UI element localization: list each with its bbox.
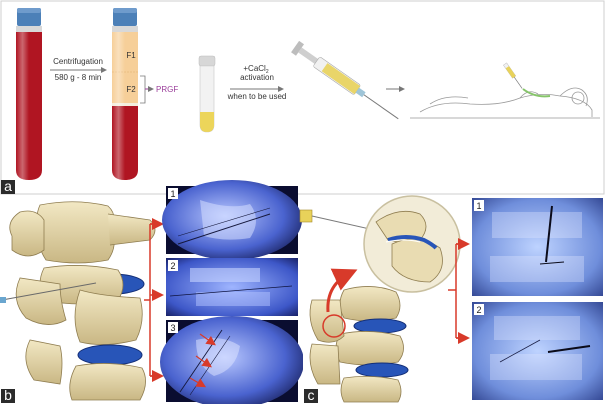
centrifugation-params: 580 g - 8 min (55, 73, 102, 82)
lumbar-spine-illustration (0, 201, 156, 401)
panel-a-label-box (1, 180, 15, 194)
spinal-needle (1, 282, 97, 301)
contrast-arrow-2 (195, 355, 212, 368)
needle-hub-icon (0, 297, 6, 303)
panel-b-label-box (1, 389, 15, 403)
image-b2-number: 2 (170, 261, 175, 271)
needle-target-highlight (522, 88, 551, 98)
panel-c-letter: c (308, 387, 315, 403)
fluoroscopy-image-c2: 2 (472, 302, 603, 400)
fraction-f2-label: F2 (126, 85, 136, 94)
fluoroscopy-image-b1: 1 (162, 180, 302, 260)
facet-joint-magnified (363, 195, 461, 293)
panel-a-letter: a (4, 178, 12, 194)
panel-b: 1 2 3 b (0, 180, 304, 404)
facet-spine-illustration (309, 268, 409, 403)
fluoroscopy-image-c1: 1 (472, 198, 603, 296)
centrifuged-tube-icon (112, 8, 138, 180)
image-c1-number: 1 (476, 201, 481, 211)
when-used-label: when to be used (227, 92, 287, 101)
contrast-arrow-3 (189, 377, 207, 388)
contrast-arrow-1 (199, 333, 216, 346)
panel-a: Centrifugation 580 g - 8 min F1 F2 PRGF … (0, 0, 605, 195)
patient-prone-icon (410, 87, 600, 119)
prgf-tube-icon (198, 55, 216, 133)
panel-b-letter: b (4, 387, 12, 403)
panel-c-label-box (304, 389, 318, 403)
needle-hub-c-icon (299, 209, 313, 223)
fluoroscopy-image-b2: 2 (166, 258, 298, 316)
cacl2-label: +CaCl2 (243, 64, 268, 75)
image-b1-number: 1 (170, 189, 175, 199)
image-c2-number: 2 (476, 305, 481, 315)
panel-c: 1 2 c (299, 195, 604, 403)
patient-syringe-icon (503, 62, 523, 89)
image-b3-number: 3 (170, 323, 175, 333)
syringe-icon (291, 40, 399, 120)
magnify-arrow (326, 268, 358, 313)
centrifugation-label: Centrifugation (53, 57, 103, 66)
fluoroscopy-image-b3: 3 (160, 316, 304, 404)
fraction-f1-label: F1 (126, 51, 136, 60)
prgf-label: PRGF (156, 85, 178, 94)
facet-target-circle (322, 314, 346, 338)
activation-label: activation (240, 73, 274, 82)
blood-tube-icon (16, 8, 42, 180)
